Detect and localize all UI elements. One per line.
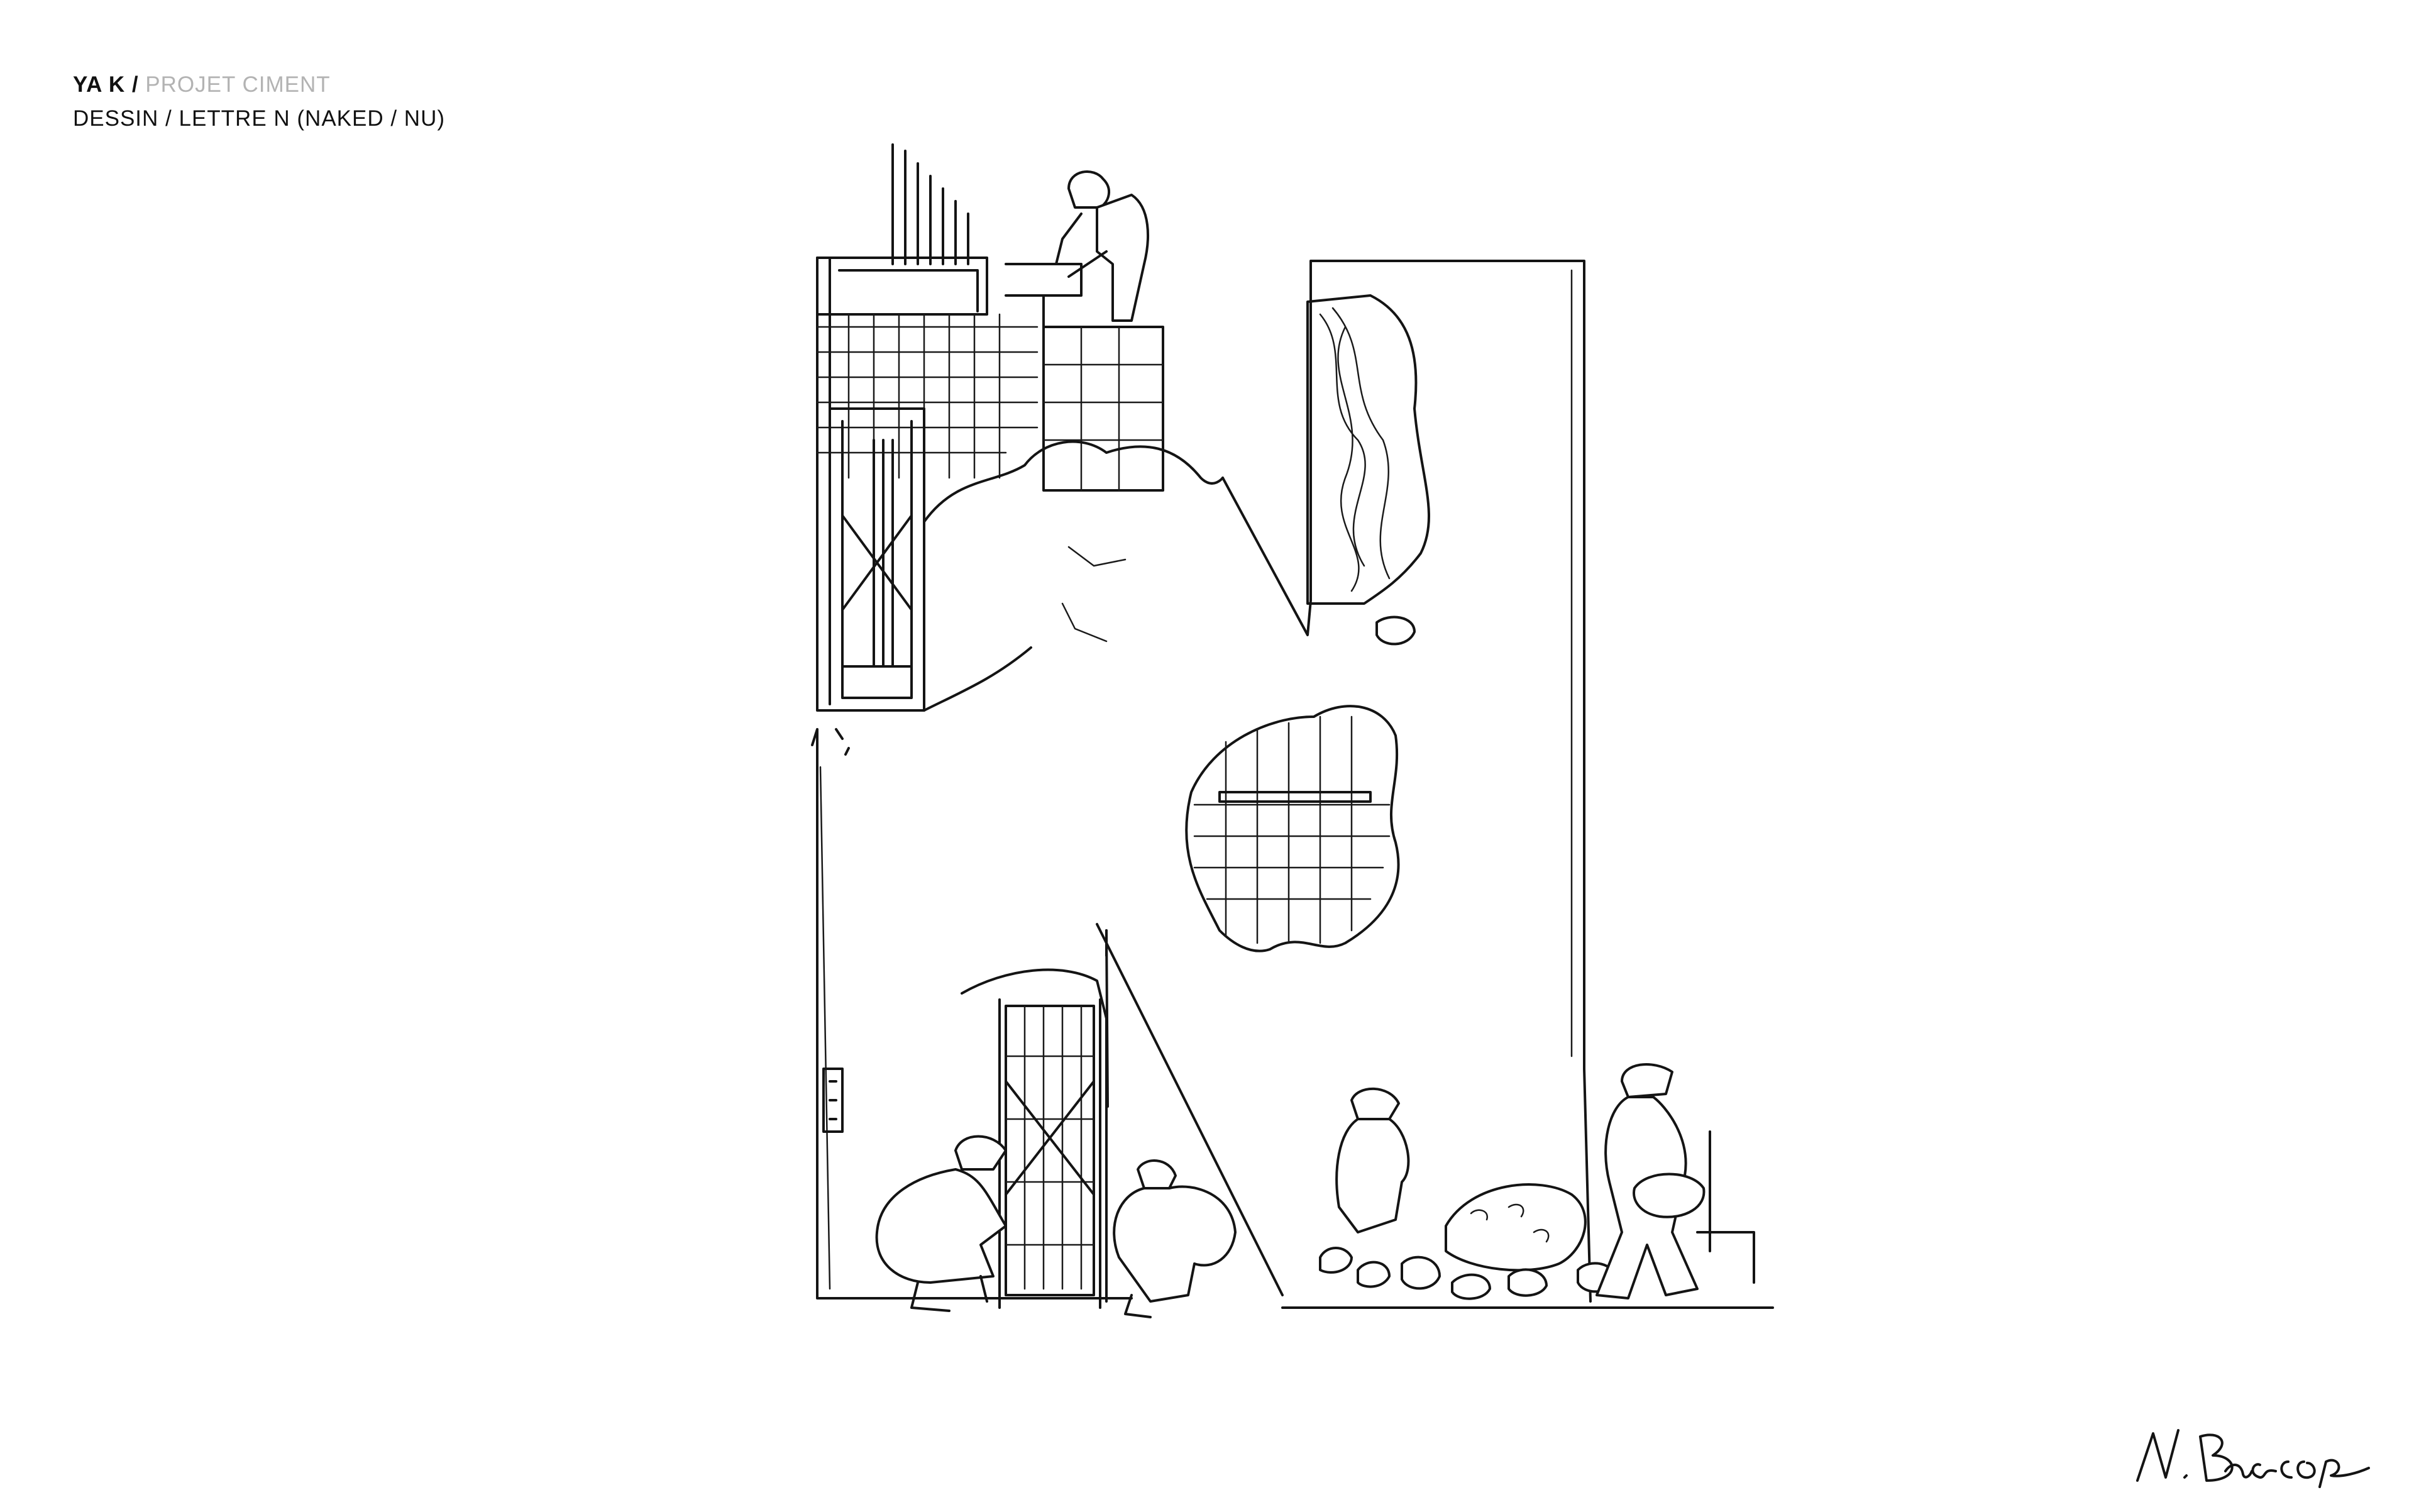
signature-icon [2136,1429,2370,1488]
bottom-left-rebar-column [822,968,1108,1309]
project-label: PROJET CIMENT [145,72,331,97]
crouching-worker-left [875,1135,1007,1312]
worker-kneeling-rubble [1335,1087,1410,1233]
top-left-rebar-cage [816,143,1164,712]
page-header: YA K / PROJET CIMENT DESSIN / LETTRE N (… [73,68,445,136]
letter-n-outline [811,260,1592,1303]
page-subtitle: DESSIN / LETTRE N (NAKED / NU) [73,106,446,131]
worker-top [1055,170,1149,322]
rubble-pile [1281,1183,1774,1309]
middle-rebar-hole [1185,705,1400,952]
worker-carrying-rock [1596,1063,1755,1300]
tangled-rebar-hole [1306,294,1430,646]
title-line: YA K / PROJET CIMENT [73,68,445,102]
crouching-worker-right [1113,1159,1237,1318]
broken-concrete-cloud [923,440,1224,712]
brand-label: YA K / [73,72,139,97]
